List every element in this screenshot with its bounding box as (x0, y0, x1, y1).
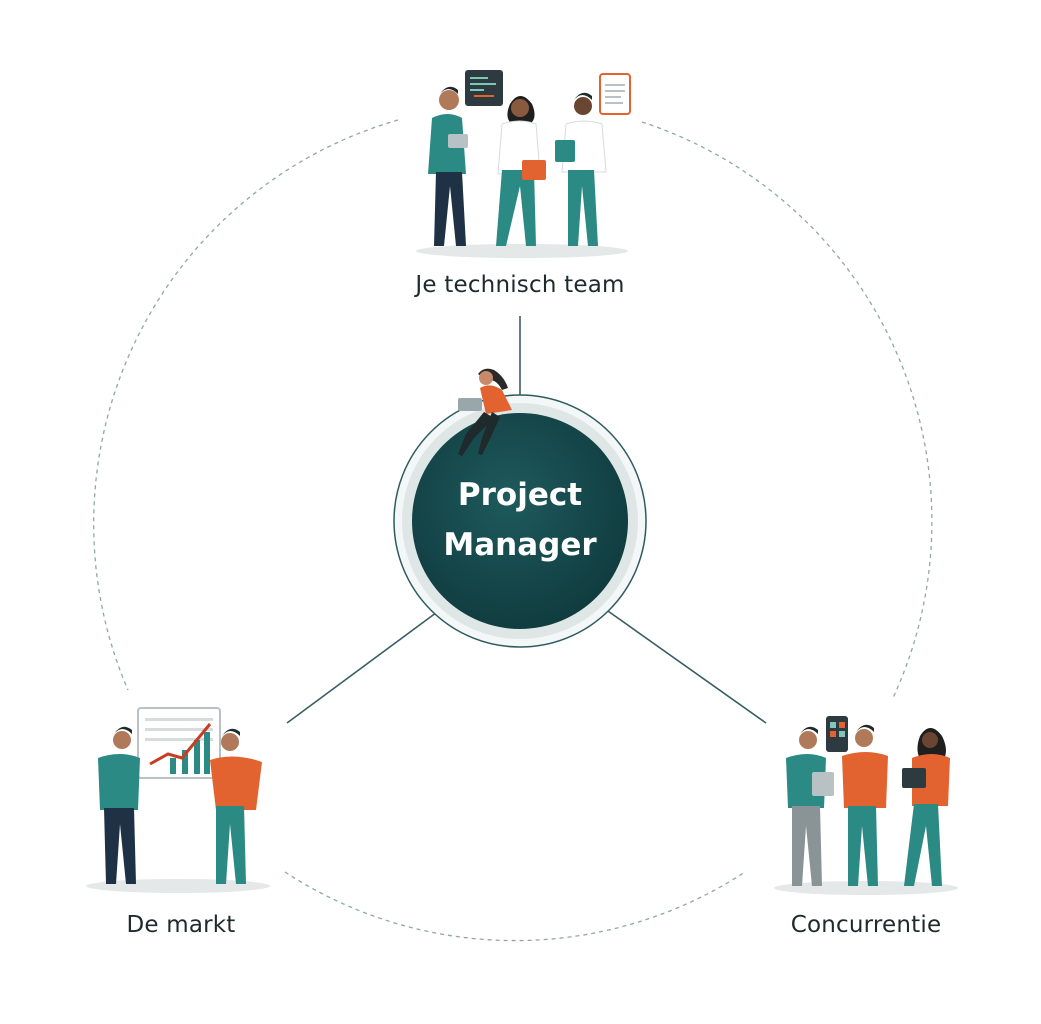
connector-competition (597, 603, 767, 724)
manager-figure (458, 368, 512, 456)
center-title-line2: Manager (443, 527, 597, 563)
center-title: Project Manager (443, 470, 596, 570)
center-title-line1: Project (457, 477, 583, 513)
connectors (286, 316, 767, 724)
node-label-competition: Concurrentie (790, 912, 942, 938)
project-manager-hub (393, 394, 647, 648)
market-illustration (86, 707, 270, 893)
node-label-team: Je technisch team (415, 272, 625, 298)
orbit-arc-right (641, 121, 933, 701)
orbit-arc-bottom (284, 871, 746, 942)
node-label-market: De markt (126, 912, 236, 938)
competition-illustration (774, 716, 958, 895)
team-illustration (416, 70, 631, 258)
orbit-arc-left (93, 119, 399, 691)
connector-market (286, 603, 449, 724)
orbit-ring (93, 119, 933, 942)
